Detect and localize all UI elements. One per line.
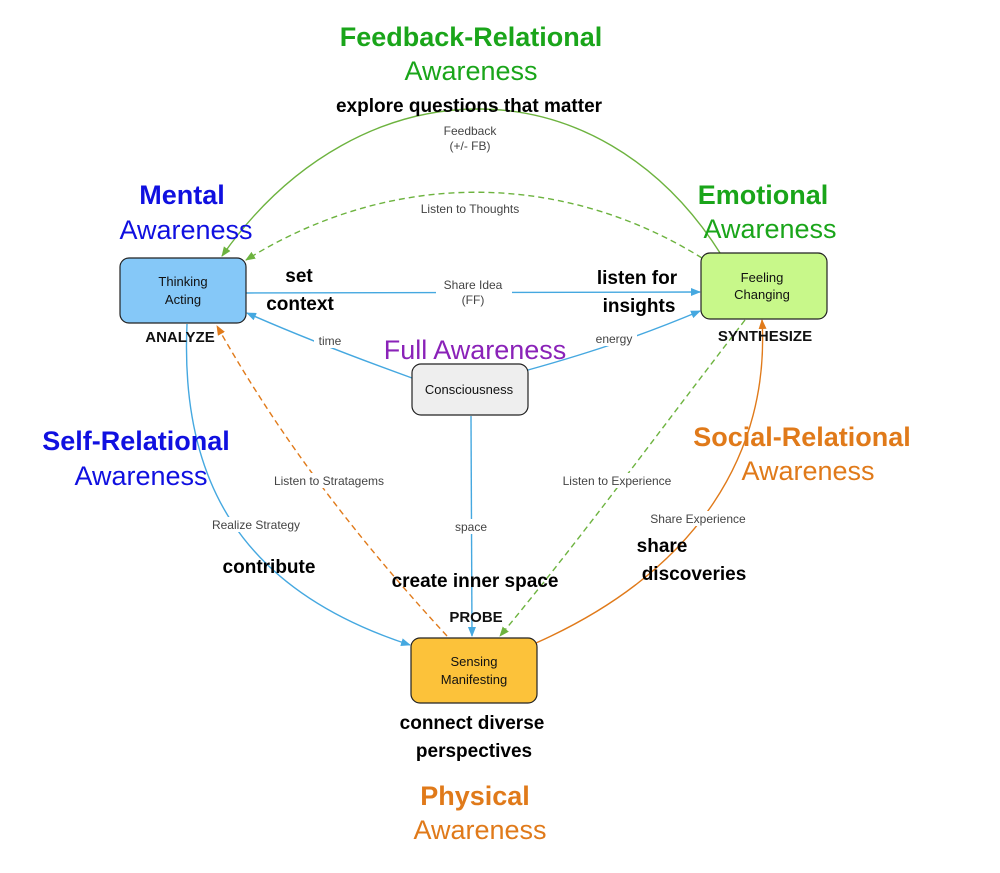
edge-label-share-experience: Share Experience — [650, 512, 746, 526]
node-sensing-line2: Manifesting — [441, 672, 507, 687]
node-thinking[interactable]: Thinking Acting — [119, 257, 247, 324]
edge-label-share-idea-ff: (FF) — [462, 293, 485, 307]
edge-label-listen-experience: Listen to Experience — [563, 474, 672, 488]
heading-social-relational-awareness: Awareness — [741, 456, 874, 486]
node-thinking-line2: Acting — [165, 292, 201, 307]
node-feeling[interactable]: Feeling Changing — [700, 252, 828, 320]
node-feeling-line2: Changing — [734, 287, 790, 302]
phrase-set: set — [285, 266, 313, 287]
edge-label-energy: energy — [596, 332, 633, 346]
heading-self-relational-awareness: Awareness — [74, 461, 207, 491]
tag-probe: PROBE — [449, 609, 502, 626]
phrase-discoveries: discoveries — [642, 564, 747, 585]
edge-label-listen-thoughts: Listen to Thoughts — [421, 202, 520, 216]
edge-feedback — [221, 108, 723, 257]
edge-label-feedback-fb: (+/- FB) — [450, 139, 491, 153]
edge-label-feedback: Feedback — [444, 124, 498, 138]
edge-label-space: space — [455, 520, 487, 534]
edge-listen-thoughts — [245, 191, 703, 261]
phrase-listen-for: listen for — [597, 268, 678, 289]
heading-full-awareness: Full Awareness — [384, 335, 567, 365]
node-sensing-line1: Sensing — [451, 654, 498, 669]
phrase-insights: insights — [603, 296, 676, 317]
heading-mental: Mental — [139, 180, 225, 210]
tag-synthesize: SYNTHESIZE — [718, 328, 812, 345]
phrase-explore-questions: explore questions that matter — [336, 96, 603, 117]
node-feeling-line1: Feeling — [741, 270, 784, 285]
edge-label-share-idea: Share Idea — [444, 278, 503, 292]
heading-feedback-relational: Feedback-Relational — [340, 22, 603, 52]
heading-emotional-awareness: Awareness — [703, 214, 836, 244]
heading-mental-awareness: Awareness — [119, 215, 252, 245]
heading-physical-awareness: Awareness — [413, 815, 546, 845]
tag-analyze: ANALYZE — [145, 329, 214, 346]
phrase-create-inner-space: create inner space — [392, 571, 559, 592]
node-consciousness-label: Consciousness — [425, 382, 514, 397]
heading-self-relational: Self-Relational — [42, 426, 230, 456]
edge-listen-stratagems — [216, 325, 448, 637]
phrase-share: share — [637, 536, 688, 557]
phrase-contribute: contribute — [223, 557, 316, 578]
heading-feedback-relational-awareness: Awareness — [404, 56, 537, 86]
heading-physical: Physical — [420, 781, 530, 811]
edge-label-time: time — [319, 334, 342, 348]
edge-label-listen-stratagems: Listen to Stratagems — [274, 474, 384, 488]
edge-share-experience — [535, 319, 767, 644]
phrase-context: context — [266, 294, 334, 315]
edge-label-realize-strategy: Realize Strategy — [212, 518, 300, 532]
phrase-connect-diverse: connect diverse — [400, 713, 545, 734]
phrase-perspectives: perspectives — [416, 741, 532, 762]
node-thinking-line1: Thinking — [158, 274, 207, 289]
node-sensing[interactable]: Sensing Manifesting — [410, 637, 538, 704]
node-consciousness[interactable]: Consciousness — [411, 363, 529, 416]
heading-social-relational: Social-Relational — [693, 422, 911, 452]
heading-emotional: Emotional — [698, 180, 829, 210]
